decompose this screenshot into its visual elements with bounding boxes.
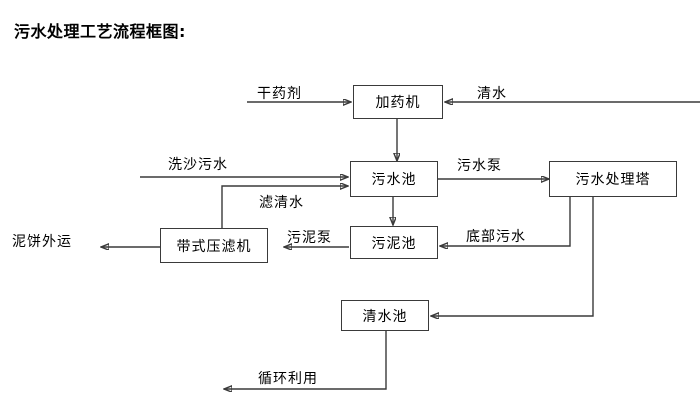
edge-label-sewage-pump: 污水泵	[457, 158, 502, 174]
edge-tower-to-clean-water-pool	[431, 197, 594, 316]
edge-label-sludge-pump: 污泥泵	[287, 230, 332, 246]
edge-label-bottom-sewage: 底部污水	[466, 229, 526, 245]
node-sewage-pool[interactable]: 污水池	[350, 161, 438, 197]
terminal-dry-agent: 干药剂	[257, 86, 302, 102]
page-title: 污水处理工艺流程框图:	[14, 22, 186, 41]
node-belt-filter-press[interactable]: 带式压滤机	[160, 228, 268, 263]
node-sludge-pool-label: 污泥池	[371, 235, 417, 252]
node-dosing[interactable]: 加药机	[353, 85, 443, 119]
node-dosing-label: 加药机	[375, 95, 421, 111]
edge-label-recycle-use: 循环利用	[258, 371, 318, 387]
terminal-mud-cake-out: 泥饼外运	[12, 234, 72, 250]
node-treatment-tower-label: 污水处理塔	[575, 172, 651, 188]
node-treatment-tower[interactable]: 污水处理塔	[549, 161, 677, 197]
edge-label-filtrate: 滤清水	[259, 195, 304, 211]
terminal-clean-water-in: 清水	[477, 86, 507, 102]
node-sludge-pool[interactable]: 污泥池	[350, 226, 438, 259]
node-clean-water-pool-label: 清水池	[362, 308, 408, 325]
terminal-sand-wash-sewage: 洗沙污水	[168, 157, 228, 173]
node-clean-water-pool[interactable]: 清水池	[341, 300, 429, 331]
node-belt-filter-press-label: 带式压滤机	[176, 238, 252, 255]
node-sewage-pool-label: 污水池	[371, 172, 417, 188]
